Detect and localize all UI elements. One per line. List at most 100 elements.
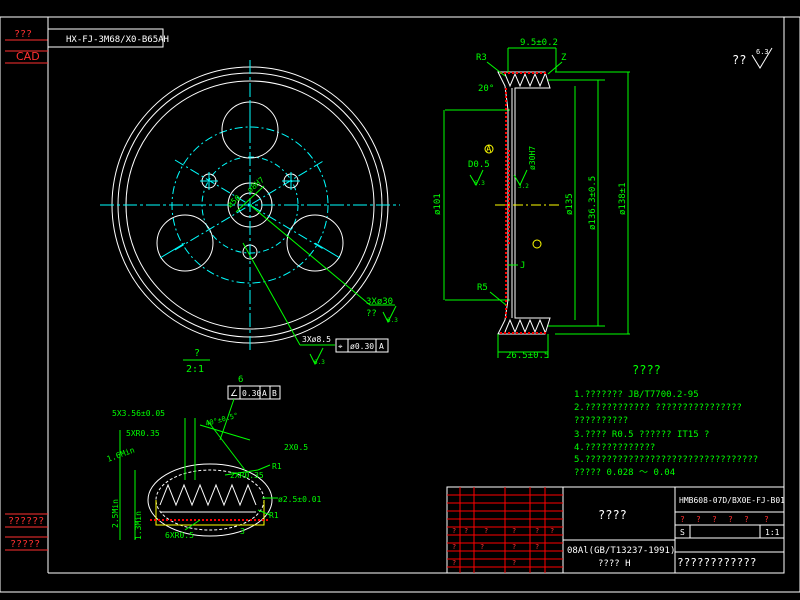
note-line-3: ?????????? <box>574 416 628 426</box>
dim-1-6: 1.6Min <box>106 445 136 463</box>
part-material: 08Al(GB/T13237-1991) <box>567 546 675 556</box>
gtol-datum: A <box>379 342 384 351</box>
roughness-big-value: 6.3 <box>387 317 398 324</box>
scale-value: 1:1 <box>765 528 780 537</box>
dim-d138: ø138±1 <box>618 182 628 215</box>
drawing-number-box <box>47 28 164 48</box>
note-line-6: 5.???????????????????????????????? <box>574 455 758 465</box>
big-hole-right <box>286 214 344 272</box>
note-line-7: ????? 0.028 ～ 0.04 <box>574 468 675 478</box>
drawing-no: HMB608-07D/BX0E-FJ-B01 <box>679 496 785 505</box>
tb-mark-10: ? <box>535 543 539 551</box>
roughness-1: 6.3 <box>474 180 485 187</box>
title-block: ? ? ? ? ? ? ? ? ? ? ? ? ???? 08Al(GB/T13… <box>446 486 785 574</box>
tb-mark-11: ? <box>452 559 456 567</box>
roughness-2: 3.2 <box>518 183 529 190</box>
tb-mark-1: ? <box>452 527 456 535</box>
tb-mark-6: ? <box>550 527 554 535</box>
dim-r3: R3 <box>476 53 487 63</box>
scale-label: S <box>680 528 685 537</box>
dim-2x05: 2X0.5 <box>284 443 308 452</box>
detail-datum-b: B <box>272 389 277 398</box>
gtol-symbol: ⌖ <box>338 342 343 351</box>
big-hole-left <box>156 214 214 272</box>
wheel-front-view: ø8H7 ø50 3Xø30 ?? 6.3 3Xø8.5 ⌖ ø0.30 A 6… <box>100 60 400 375</box>
technical-notes: ???? 1.??????? JB/T7700.2-95 2.?????????… <box>574 363 758 478</box>
notes-title: ???? <box>632 363 661 377</box>
side-label-cad: CAD <box>16 50 40 63</box>
dim-bore: ø30H7 <box>528 146 537 170</box>
datum-a: A <box>486 145 492 155</box>
dim-d05: D0.5 <box>468 160 490 170</box>
section-view: 9.5±0.2 R3 20° Z ø101 ø135 ø136.3±0.5 ø1… <box>433 38 630 361</box>
dim-1-3: 1.3Min <box>134 511 143 540</box>
company-name: ???????????? <box>677 556 756 569</box>
dim-big-holes-q: ?? <box>366 309 377 319</box>
dim-detail-angle: 40°±0.5° <box>204 411 239 427</box>
detail-view: 6 ∠ 0.30 A B 5X3.56±0.05 5XR0.35 40°±0.5… <box>106 375 322 540</box>
tb-row-cell-1: ? <box>680 515 685 524</box>
dim-bottom: 26.5±0.5 <box>506 351 549 361</box>
dim-big-holes: 3Xø30 <box>366 297 393 307</box>
dim-center-hole: ø8H7 <box>246 175 267 194</box>
tb-mark-8: ? <box>480 543 484 551</box>
dim-d136: ø136.3±0.5 <box>588 176 598 230</box>
side-label-bottom-1: ?????? <box>8 516 44 527</box>
dim-small-holes: 3Xø8.5 <box>302 335 331 344</box>
detail-gtol-value: 0.30 <box>242 389 261 398</box>
tb-mark-5: ? <box>535 527 539 535</box>
roughness-header-text: ?? <box>732 53 746 67</box>
roughness-small-value: 6.3 <box>314 359 325 366</box>
dim-2-5: 2.5Min <box>111 499 120 528</box>
dim-5xr: 5XR0.35 <box>126 429 160 438</box>
gtol-value: ø0.30 <box>350 342 374 351</box>
part-hardness: ???? H <box>598 559 631 569</box>
dim-top: 9.5±0.2 <box>520 38 558 48</box>
detail-datum-a: A <box>262 389 267 398</box>
general-roughness: ?? 6.3 <box>732 47 773 69</box>
tb-mark-3: ? <box>484 527 488 535</box>
tb-mark-7: ? <box>452 543 456 551</box>
dim-r5: R5 <box>477 283 488 293</box>
part-name: ???? <box>598 508 627 522</box>
roughness-header-value: 6.3 <box>756 48 769 56</box>
note-line-1: 1.??????? JB/T7700.2-95 <box>574 390 699 400</box>
dim-r1a: R1 <box>272 462 282 471</box>
dim-z: Z <box>561 53 567 63</box>
tb-row-cell-5: ? <box>744 515 749 524</box>
tb-mark-9: ? <box>512 543 516 551</box>
tb-row-cell-2: ? <box>696 515 701 524</box>
view-scale-ratio: 2:1 <box>186 364 204 375</box>
sheet-border <box>0 16 800 593</box>
side-panel: ??? CAD ?????? ????? <box>5 29 48 551</box>
dim-5x: 5X3.56±0.05 <box>112 409 165 418</box>
detail-gtol-symbol: ∠ <box>230 389 238 399</box>
tb-mark-12: ? <box>512 559 516 567</box>
tb-row-cell-3: ? <box>712 515 717 524</box>
dim-angle: 20° <box>478 84 494 94</box>
dim-r1b: R1 <box>269 511 279 520</box>
roughness-symbol-big <box>382 305 397 324</box>
dim-d135: ø135 <box>565 193 575 215</box>
dim-3: 3 <box>240 527 245 536</box>
tb-row-cell-4: ? <box>728 515 733 524</box>
tb-mark-2: ? <box>464 527 468 535</box>
view-scale-symbol: ? <box>194 348 200 359</box>
dim-pcd: ø50 <box>226 193 243 209</box>
dim-d101: ø101 <box>433 193 443 215</box>
note-line-5: 4.????????????? <box>574 443 655 453</box>
detail-label: 6 <box>238 375 243 385</box>
side-label-top: ??? <box>14 29 32 40</box>
side-label-bottom-2: ????? <box>10 539 40 550</box>
dim-j: J <box>520 261 525 271</box>
tb-row-cell-6: ? <box>764 515 769 524</box>
drawing-number-text: HX-FJ-3M68/X0-B65AH <box>66 35 169 45</box>
note-line-2: 2.???????????? ???????????????? <box>574 403 742 413</box>
dim-6xr: 6XR0.5 <box>165 531 194 540</box>
dim-2xr: 2XR0.35 <box>230 471 264 480</box>
tb-mark-4: ? <box>512 527 516 535</box>
dim-dia25: ø2.5±0.01 <box>278 495 322 504</box>
note-line-4: 3.???? R0.5 ?????? IT15 ? <box>574 430 709 440</box>
